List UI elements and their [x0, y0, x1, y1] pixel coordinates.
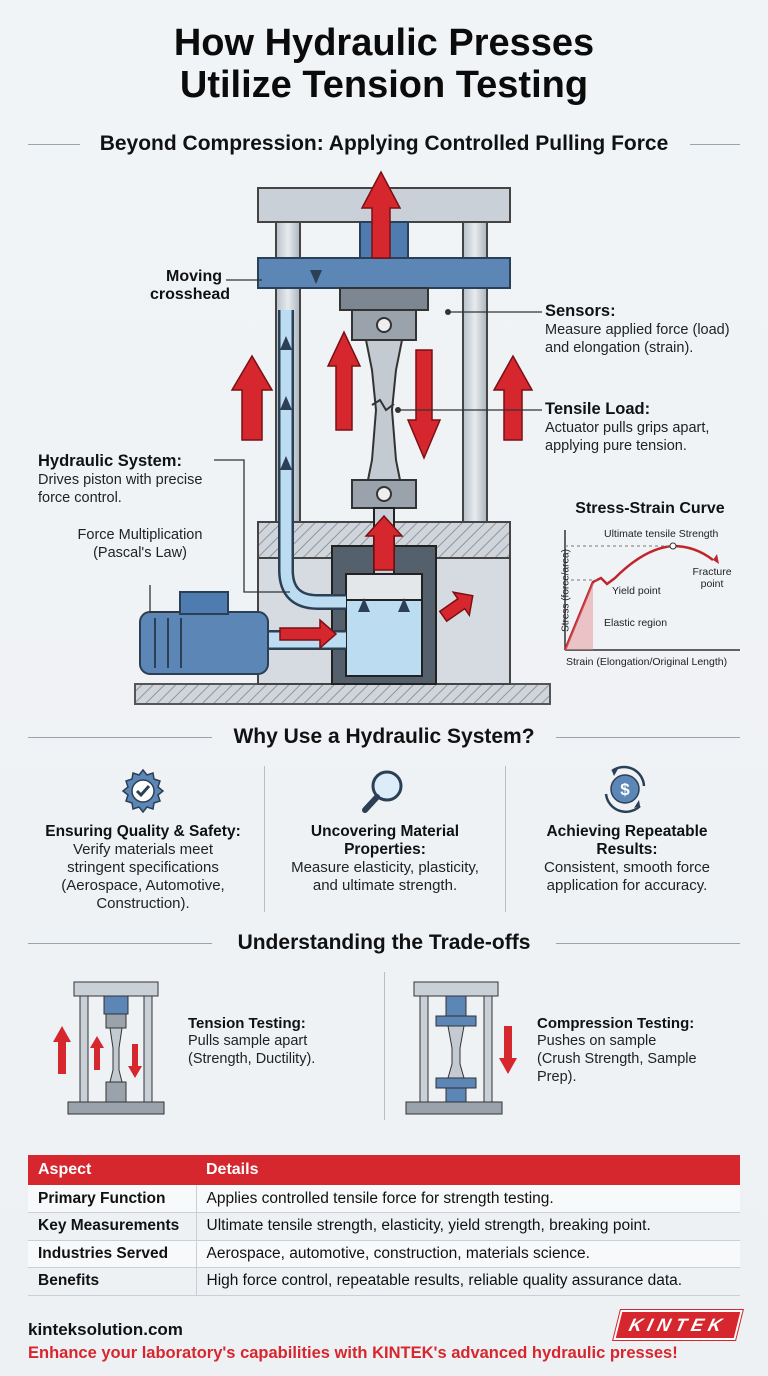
divider-left: [28, 737, 212, 738]
table-header-details: Details: [196, 1155, 740, 1185]
tradeoffs-divider: [384, 972, 385, 1120]
table-header-row: Aspect Details: [28, 1155, 740, 1185]
hydraulic-press-illustration: [134, 170, 551, 705]
title-line-2: Utilize Tension Testing: [179, 64, 589, 106]
curve-ylabel: Stress (force/area): [560, 549, 572, 632]
sensors-title: Sensors:: [545, 302, 616, 320]
tradeoffs-heading: Understanding the Trade-offs: [237, 931, 531, 954]
divider-right: [556, 943, 740, 944]
summary-table: Aspect Details Primary Function Applies …: [28, 1155, 740, 1296]
svg-text:$: $: [620, 780, 630, 799]
force-multiplication-label: Force Multiplication (Pascal's Law): [77, 527, 203, 561]
divider-left: [28, 144, 80, 145]
table-row: Benefits High force control, repeatable …: [28, 1267, 740, 1296]
elastic-region-fill: [565, 582, 593, 650]
table-header-aspect: Aspect: [28, 1155, 196, 1185]
table-row: Primary Function Applies controlled tens…: [28, 1185, 740, 1213]
uts-point: [669, 542, 677, 550]
divider-left: [28, 943, 212, 944]
moving-crosshead-label: Moving crosshead: [150, 268, 231, 303]
curve-elastic-label: Elastic region: [604, 617, 668, 629]
why-col-properties: Uncovering Material Properties: Measure …: [291, 823, 479, 894]
sensors-callout: Sensors: Measure applied force (load) an…: [545, 302, 760, 357]
why-heading: Why Use a Hydraulic System?: [233, 725, 535, 748]
table-row: Key Measurements Ultimate tensile streng…: [28, 1212, 740, 1241]
curve-title: Stress-Strain Curve: [575, 500, 725, 517]
divider-right: [690, 144, 740, 145]
subtitle: Beyond Compression: Applying Controlled …: [99, 132, 669, 155]
footer-cta: Enhance your laboratory's capabilities w…: [28, 1344, 678, 1362]
compression-test-icon: [405, 981, 517, 1115]
page-title: How Hydraulic Presses Utilize Tension Te…: [0, 22, 768, 106]
curve-yield-label: Yield point: [612, 585, 661, 597]
title-line-1: How Hydraulic Presses: [173, 22, 595, 64]
tensile-load-callout: Tensile Load: Actuator pulls grips apart…: [545, 400, 760, 455]
footer-url[interactable]: kinteksolution.com: [28, 1320, 183, 1339]
why-col-quality: Ensuring Quality & Safety: Verify materi…: [45, 823, 241, 912]
stress-strain-curve: [563, 530, 740, 651]
hydraulic-system-callout: Hydraulic System: Drives piston with pre…: [38, 452, 238, 507]
curve-xlabel: Strain (Elongation/Original Length): [566, 656, 728, 668]
hydraulic-system-title: Hydraulic System:: [38, 452, 182, 470]
gear-check-icon: [121, 768, 165, 814]
table-row: Industries Served Aerospace, automotive,…: [28, 1240, 740, 1268]
why-divider-1: [264, 766, 265, 912]
tensile-load-title: Tensile Load:: [545, 400, 651, 418]
divider-right: [556, 737, 740, 738]
magnifier-icon: [362, 770, 403, 813]
curve-line: [563, 544, 714, 651]
dollar-cycle-icon: $: [604, 765, 646, 814]
compression-testing-text: Compression Testing: Pushes on sample (C…: [537, 1015, 697, 1085]
tension-test-icon: [53, 981, 165, 1115]
why-divider-2: [505, 766, 506, 912]
tension-testing-text: Tension Testing: Pulls sample apart (Str…: [188, 1015, 316, 1067]
kintek-logo: KINTEK: [612, 1309, 744, 1341]
curve-uts-label: Ultimate tensile Strength: [604, 528, 719, 540]
why-col-repeatable: Achieving Repeatable Results: Consistent…: [544, 823, 710, 894]
